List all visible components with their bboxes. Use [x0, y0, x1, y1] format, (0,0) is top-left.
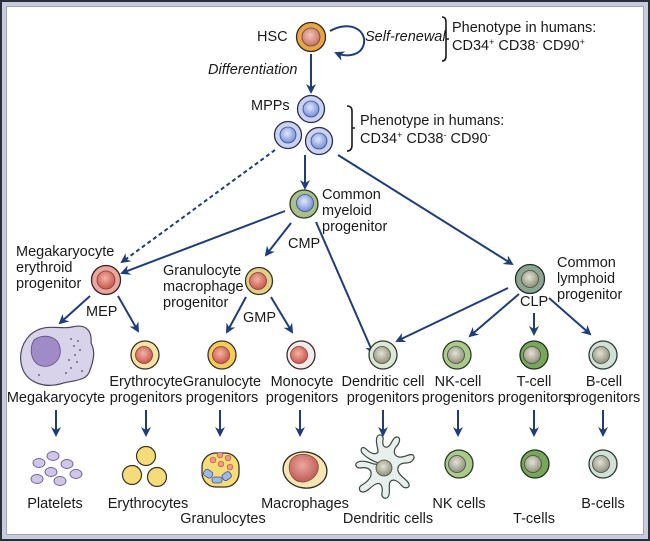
hsc-label: HSC [257, 29, 288, 45]
platelets-cells [30, 451, 83, 486]
b-cells-label: B-cells [581, 496, 625, 512]
cmp-abbr: CMP [288, 236, 321, 252]
marker-sign: + [579, 37, 585, 47]
marker-cd34: CD34 [360, 131, 398, 147]
arrow-mpp-to-mep-dashed [120, 149, 276, 264]
erythrocyte-progenitors-label-2: progenitors [109, 390, 183, 406]
nk-cell [444, 449, 474, 479]
granulocytes-label: Granulocytes [180, 511, 266, 527]
macrophages-label: Macrophages [261, 496, 349, 512]
b-cell [588, 449, 618, 479]
granulocyte-progenitors-label-1: Granulocyte [182, 374, 262, 390]
marker-cd90: CD90 [450, 131, 488, 147]
arrow-mep-to-megakaryocyte [58, 295, 91, 325]
dendritic-cell [355, 434, 415, 499]
erythrocyte-progenitors-label-1: Erythrocyte [109, 374, 183, 390]
erythrocyte-progenitor-cell [130, 340, 160, 370]
marker-sign: - [443, 130, 447, 140]
hsc-phenotype-markers: CD34+ CD38- CD90+ [452, 37, 585, 55]
gmp-name-line-2: macrophage [163, 279, 244, 295]
clp-name-line-1: Common [557, 255, 616, 271]
self-renewal-label: Self-renewal [365, 29, 446, 45]
t-progenitors-label-2: progenitors [497, 390, 571, 406]
megakaryocyte-label: Megakaryocyte [6, 390, 106, 406]
differentiation-label: Differentiation [208, 62, 298, 78]
arrow-cmp-to-gmp [264, 222, 292, 257]
marker-sign: + [397, 130, 403, 140]
nk-progenitor-cell [442, 340, 472, 370]
clp-name-line-2: lymphoid [557, 271, 616, 287]
mep-abbr: MEP [86, 304, 118, 320]
arrow-clp-to-nk [468, 293, 520, 338]
marker-sign: - [487, 130, 491, 140]
hsc-phenotype-title: Phenotype in humans: [452, 20, 597, 36]
arrow-cmp-to-dendritic [315, 221, 375, 355]
t-progenitor-cell [519, 340, 549, 370]
b-progenitors-label-1: B-cell [585, 374, 623, 390]
erythrocytes-cells [121, 445, 168, 488]
marker-cd38: CD38 [498, 38, 536, 54]
erythrocytes-label: Erythrocytes [107, 496, 189, 512]
marker-cd38: CD38 [406, 131, 444, 147]
monocyte-progenitor-cell [286, 340, 316, 370]
mpp-cells [273, 94, 334, 156]
mpp-phenotype-title: Phenotype in humans: [360, 113, 505, 129]
t-cells-label: T-cells [513, 511, 555, 527]
hsc-phenotype-bracket [441, 16, 449, 62]
mpp-label: MPPs [251, 98, 290, 114]
monocyte-progenitors-label-2: progenitors [265, 390, 339, 406]
arrow-clp-to-b [548, 297, 592, 336]
macrophage-cell [282, 451, 328, 489]
gmp-name-line-1: Granulocyte [163, 263, 242, 279]
mep-cell [90, 264, 122, 296]
gmp-abbr: GMP [243, 310, 277, 326]
arrow-gmp-to-monocyte [270, 296, 294, 334]
granulocyte-cell [201, 451, 240, 488]
cmp-name-line-1: Common [322, 187, 381, 203]
nk-progenitors-label-1: NK-cell [434, 374, 482, 390]
nk-cells-label: NK cells [432, 496, 486, 512]
cmp-cell [289, 189, 319, 219]
clp-cell [514, 263, 546, 295]
cmp-name-line-3: progenitor [322, 219, 388, 235]
mpp-phenotype-markers: CD34+ CD38- CD90- [360, 130, 491, 148]
platelets-label: Platelets [27, 496, 83, 512]
marker-sign: + [489, 37, 495, 47]
self-renewal-arrow [329, 25, 366, 61]
granulocyte-progenitors-label-2: progenitors [185, 390, 259, 406]
megakaryocyte-cell [20, 325, 95, 386]
clp-name-line-3: progenitor [557, 287, 623, 303]
gmp-name-line-3: progenitor [163, 295, 229, 311]
t-cell [520, 449, 550, 479]
cmp-name-line-2: myeloid [322, 203, 372, 219]
arrows [51, 25, 608, 437]
b-progenitor-cell [588, 340, 618, 370]
gmp-cell [244, 266, 274, 296]
hsc-cell [295, 21, 327, 53]
dendritic-progenitors-label-1: Dendritic cell [341, 374, 425, 390]
mep-name-line-2: erythroid [16, 260, 73, 276]
marker-cd90: CD90 [542, 38, 580, 54]
nk-progenitors-label-2: progenitors [421, 390, 495, 406]
arrow-mpp-to-clp [337, 154, 514, 266]
arrow-clp-to-dendritic [395, 287, 509, 343]
mep-name-line-3: progenitor [16, 276, 82, 292]
monocyte-progenitors-label-1: Monocyte [270, 374, 334, 390]
arrow-gmp-to-granulocyte [226, 296, 247, 334]
dendritic-cells-label: Dendritic cells [342, 511, 434, 527]
mpp-phenotype-bracket [346, 105, 355, 152]
dendritic-progenitor-cell [368, 340, 398, 370]
arrow-cmp-to-mep [120, 210, 286, 275]
dendritic-progenitors-label-2: progenitors [346, 390, 420, 406]
granulocyte-progenitor-cell [207, 340, 237, 370]
arrow-mep-to-erythrocyte [117, 295, 139, 333]
marker-sign: - [535, 37, 539, 47]
b-progenitors-label-2: progenitors [567, 390, 641, 406]
clp-abbr: CLP [520, 294, 549, 310]
mep-name-line-1: Megakaryocyte [16, 244, 115, 260]
t-progenitors-label-1: T-cell [516, 374, 552, 390]
marker-cd34: CD34 [452, 38, 490, 54]
